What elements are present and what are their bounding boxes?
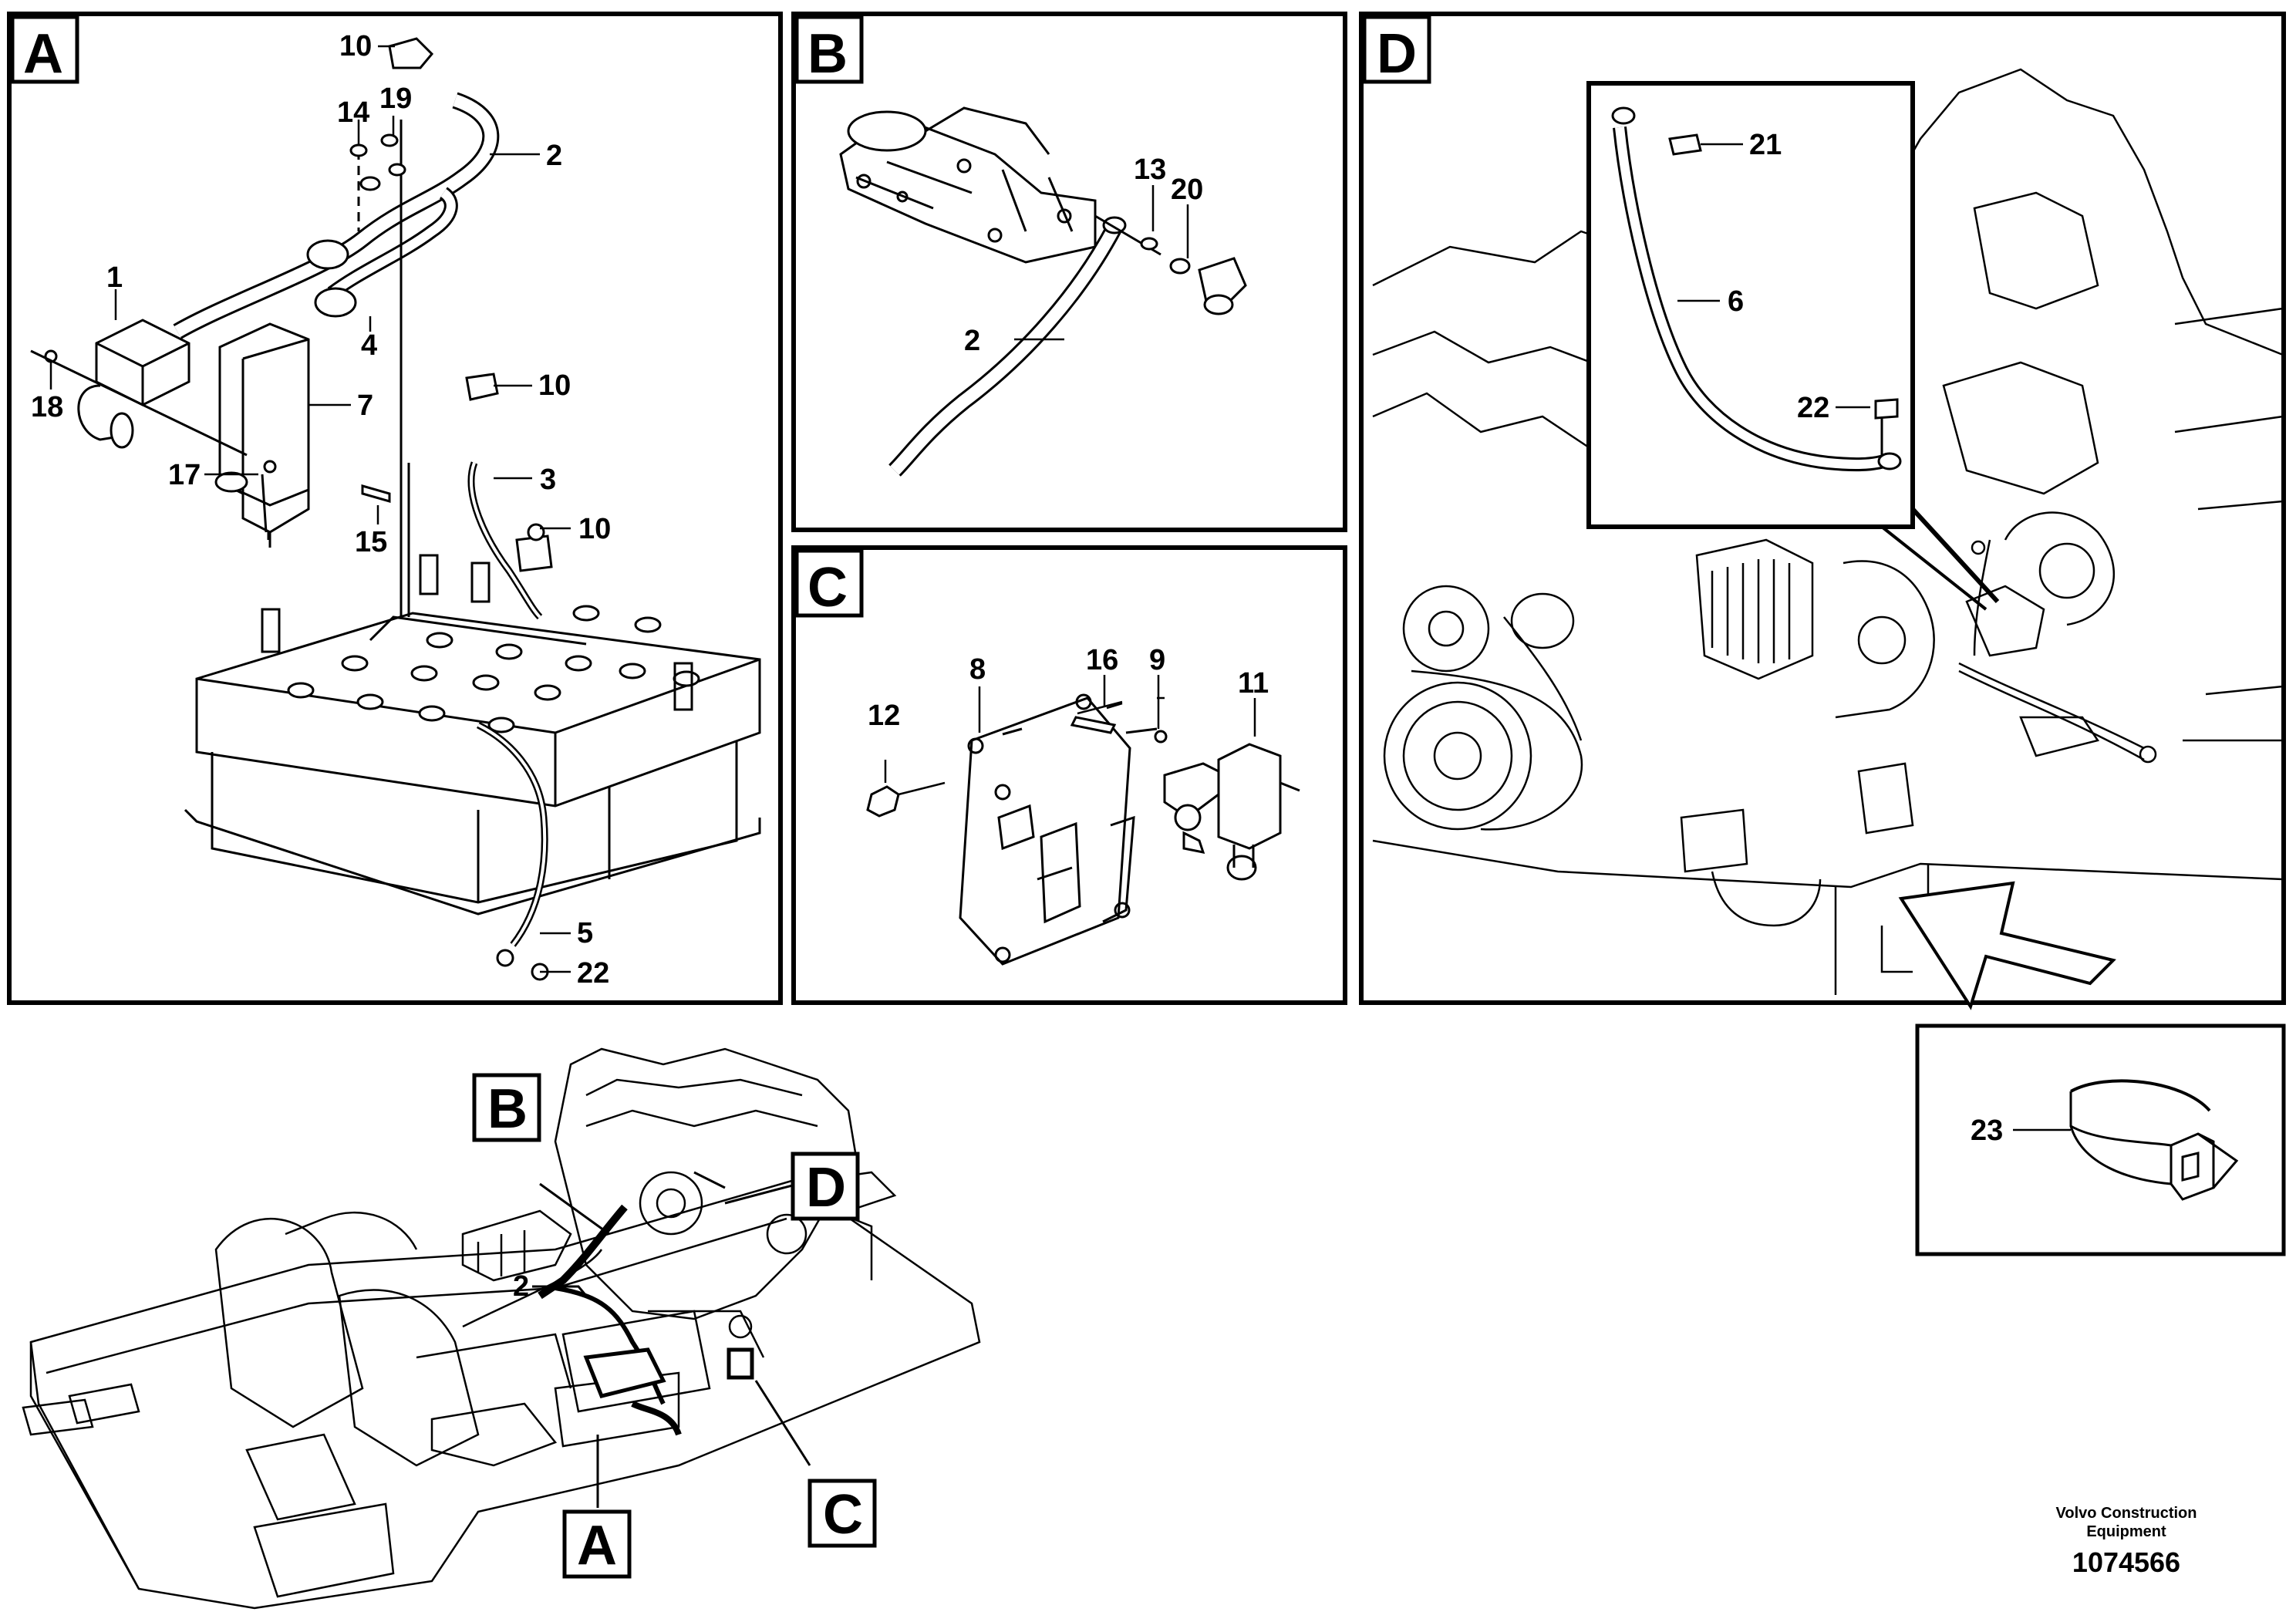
overview-label-b: B: [487, 1078, 528, 1140]
callout-a-5: 5: [577, 917, 593, 949]
callout-a-22: 22: [577, 957, 609, 990]
panel-e-frame: [1915, 1023, 2286, 1256]
panel-a-letter: A: [23, 23, 63, 85]
callout-e-23: 23: [1971, 1114, 2003, 1147]
panel-d-letter: D: [1377, 23, 1417, 85]
callout-b-2: 2: [964, 325, 980, 357]
callout-c-9: 9: [1149, 644, 1165, 676]
panel-d-frame: [1359, 12, 2286, 1005]
callout-a-19: 19: [379, 83, 412, 115]
callout-a-17: 17: [168, 459, 201, 491]
direction-arrow: [1898, 881, 2116, 1010]
callout-a-3: 3: [540, 464, 556, 496]
panel-b-frame: [791, 12, 1347, 532]
callout-c-16: 16: [1086, 644, 1118, 676]
battery-drawing: [184, 554, 761, 916]
panel-a-frame: [7, 12, 783, 1005]
switch-11: [1163, 743, 1300, 881]
overview-label-c: C: [823, 1484, 863, 1546]
callout-c-8: 8: [969, 653, 986, 686]
callout-a-2: 2: [546, 140, 562, 172]
brand-line-1: Volvo Construction: [2055, 1505, 2197, 1522]
callout-a-7: 7: [357, 389, 373, 422]
callout-d-21: 21: [1749, 129, 1782, 161]
callout-d-22: 22: [1797, 392, 1829, 424]
callout-a-1: 1: [106, 261, 123, 294]
document-number: 1074566: [2072, 1546, 2181, 1578]
callout-a-14: 14: [337, 96, 369, 129]
relay-switch-1: [77, 319, 190, 449]
callout-a-18: 18: [31, 391, 63, 423]
callout-a-15: 15: [355, 526, 387, 558]
footer-block: Volvo Construction Equipment 1074566: [2011, 1504, 2242, 1581]
callout-overview-2: 2: [513, 1270, 529, 1303]
main-cable-2: [173, 92, 500, 339]
starter-cable-2: [888, 214, 1247, 477]
overview-label-a: A: [577, 1515, 617, 1576]
callout-b-13: 13: [1134, 153, 1166, 186]
callout-a-10-top: 10: [339, 30, 372, 62]
starter-motor: [839, 106, 1097, 264]
panel-b-letter: B: [807, 23, 848, 85]
overview-highlight: [538, 1171, 754, 1436]
panel-c-letter: C: [807, 557, 848, 619]
callout-a-4: 4: [361, 329, 377, 362]
panel-d-inset: [1586, 81, 2000, 611]
callout-a-10-mid: 10: [538, 369, 571, 402]
callout-c-11: 11: [1238, 667, 1269, 700]
callout-d-6: 6: [1728, 285, 1744, 318]
overview-label-d: D: [806, 1157, 846, 1219]
panel-c-frame: [791, 545, 1347, 1005]
callout-a-10-low: 10: [578, 513, 611, 545]
brand-line-2: Equipment: [2086, 1523, 2166, 1540]
callout-b-20: 20: [1171, 174, 1203, 206]
callout-c-12: 12: [868, 700, 900, 732]
strap-23: [2069, 1079, 2239, 1201]
switch-plate-8: [959, 693, 1135, 966]
